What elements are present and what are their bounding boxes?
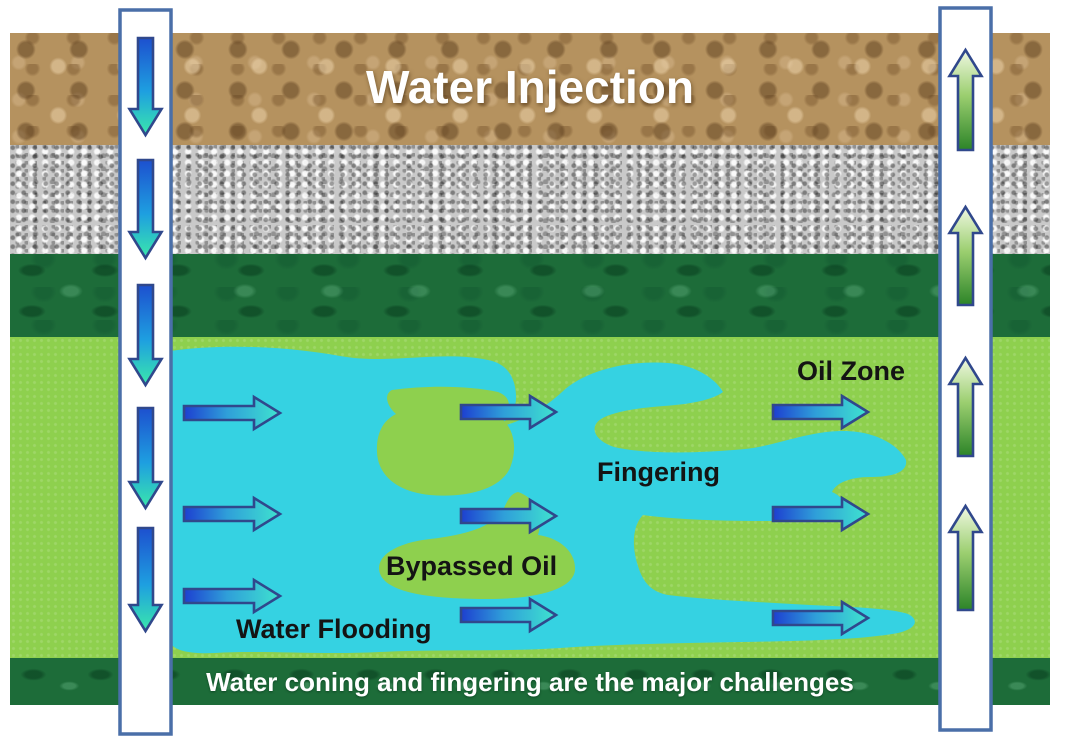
bottom-seal-layer bbox=[10, 658, 1050, 705]
bypassed-oil-label: Bypassed Oil bbox=[386, 551, 558, 581]
shale-layer bbox=[10, 254, 1050, 337]
water-flow-arrow-icon bbox=[182, 495, 283, 533]
production-up-arrow-icon bbox=[947, 355, 984, 458]
water-flow-arrow-icon bbox=[771, 393, 871, 431]
bypassed-oil-island-upper bbox=[376, 386, 515, 496]
production-up-arrow-icon bbox=[947, 503, 984, 612]
production-up-arrow-icon bbox=[947, 204, 984, 307]
water-flow-arrow-icon bbox=[459, 393, 559, 431]
water-flooding-label: Water Flooding bbox=[236, 614, 432, 644]
caption: Water coning and fingering are the major… bbox=[206, 667, 854, 697]
injection-down-arrow-icon bbox=[127, 526, 164, 634]
injection-down-arrow-icon bbox=[127, 283, 164, 388]
granite-layer bbox=[10, 145, 1050, 254]
caprock-layer bbox=[10, 33, 1050, 145]
production-up-arrow-icon bbox=[947, 47, 984, 152]
injection-down-arrow-icon bbox=[127, 158, 164, 261]
water-flow-arrow-icon bbox=[771, 599, 871, 637]
fingering-label: Fingering bbox=[597, 457, 720, 487]
water-flow-arrow-icon bbox=[182, 577, 283, 615]
injection-down-arrow-icon bbox=[127, 406, 164, 511]
water-flow-arrow-icon bbox=[459, 596, 559, 634]
water-flow-arrow-icon bbox=[771, 495, 871, 533]
water-flow-arrow-icon bbox=[182, 394, 283, 432]
injection-down-arrow-icon bbox=[127, 36, 164, 138]
title: Water Injection bbox=[366, 61, 694, 113]
water-flow-arrow-icon bbox=[459, 497, 559, 535]
water-flood-body bbox=[170, 346, 915, 654]
oil-zone-label: Oil Zone bbox=[797, 356, 905, 386]
